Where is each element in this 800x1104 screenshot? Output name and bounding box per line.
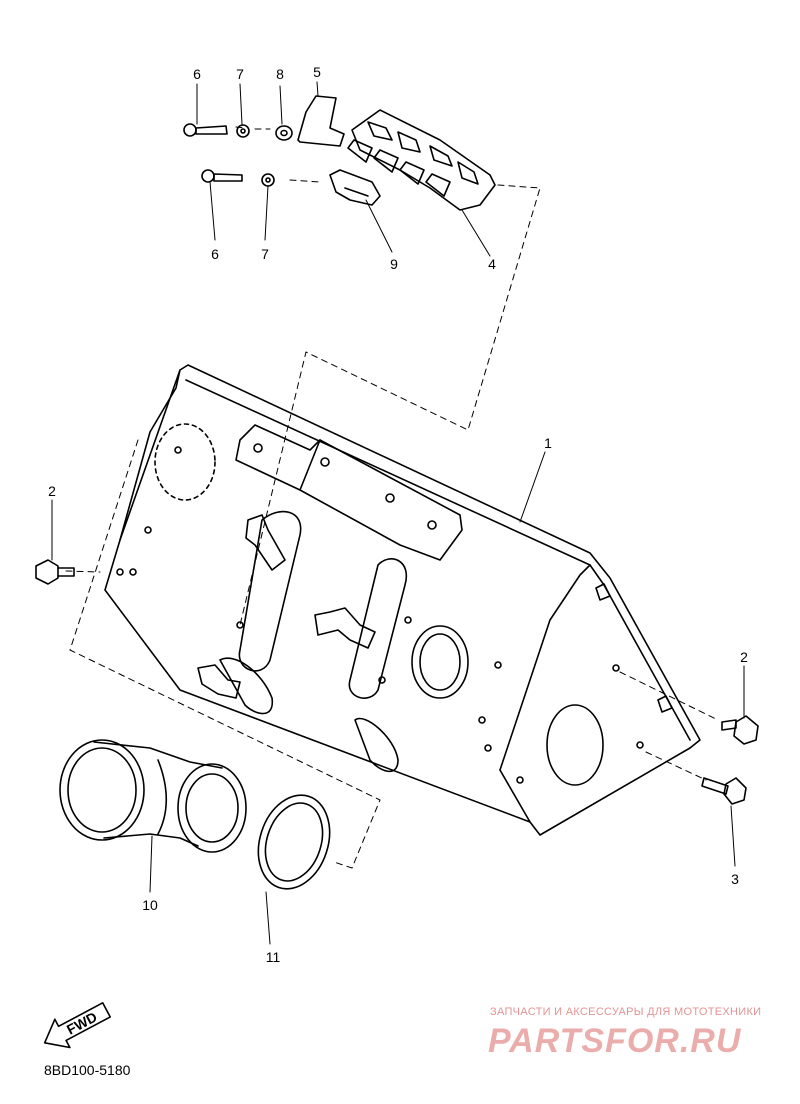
callout-5: 5 [313,64,321,80]
bracket-part-5 [297,95,345,147]
callouts: 6 7 8 5 6 7 9 4 1 2 2 3 10 11 [48,64,748,965]
diagram-code: 8BD100-5180 [44,1062,131,1078]
callout-6-bottom: 6 [211,246,219,262]
callout-10: 10 [142,897,158,913]
bolt-3 [701,777,747,805]
fwd-arrow-icon: FWD [43,1002,112,1049]
callout-4: 4 [488,256,496,272]
intake-boot-part-10 [59,739,247,853]
bolt-2-left [35,559,75,585]
callout-3: 3 [731,871,739,887]
leader-lines [51,81,745,945]
washer-7-top [236,124,250,138]
bolt-2-right [721,715,759,745]
gasket-ring-part-11 [257,794,331,890]
callout-11: 11 [266,949,281,965]
screw-6-bottom [201,169,243,183]
leader-dashed-lines [65,126,719,869]
grommet-8 [275,125,293,141]
washer-7-bottom [261,173,275,187]
callout-2-right: 2 [740,649,748,665]
callout-6-top: 6 [193,66,201,82]
main-panel [104,364,701,836]
callout-7-top: 7 [236,66,244,82]
callout-2-left: 2 [48,483,56,499]
callout-9: 9 [390,256,398,272]
watermark-tagline: ЗАПЧАСТИ И АКСЕССУАРЫ ДЛЯ МОТОТЕХНИКИ [490,1006,762,1018]
clamp-part-9 [329,169,381,206]
callout-1: 1 [544,435,552,451]
fwd-label: FWD [64,1009,100,1038]
watermark-logo: PARTSFOR.RU [488,1022,742,1060]
screw-6-top [183,123,228,137]
fuse-block [347,109,496,211]
callout-8: 8 [276,66,284,82]
callout-7-bottom: 7 [261,246,269,262]
